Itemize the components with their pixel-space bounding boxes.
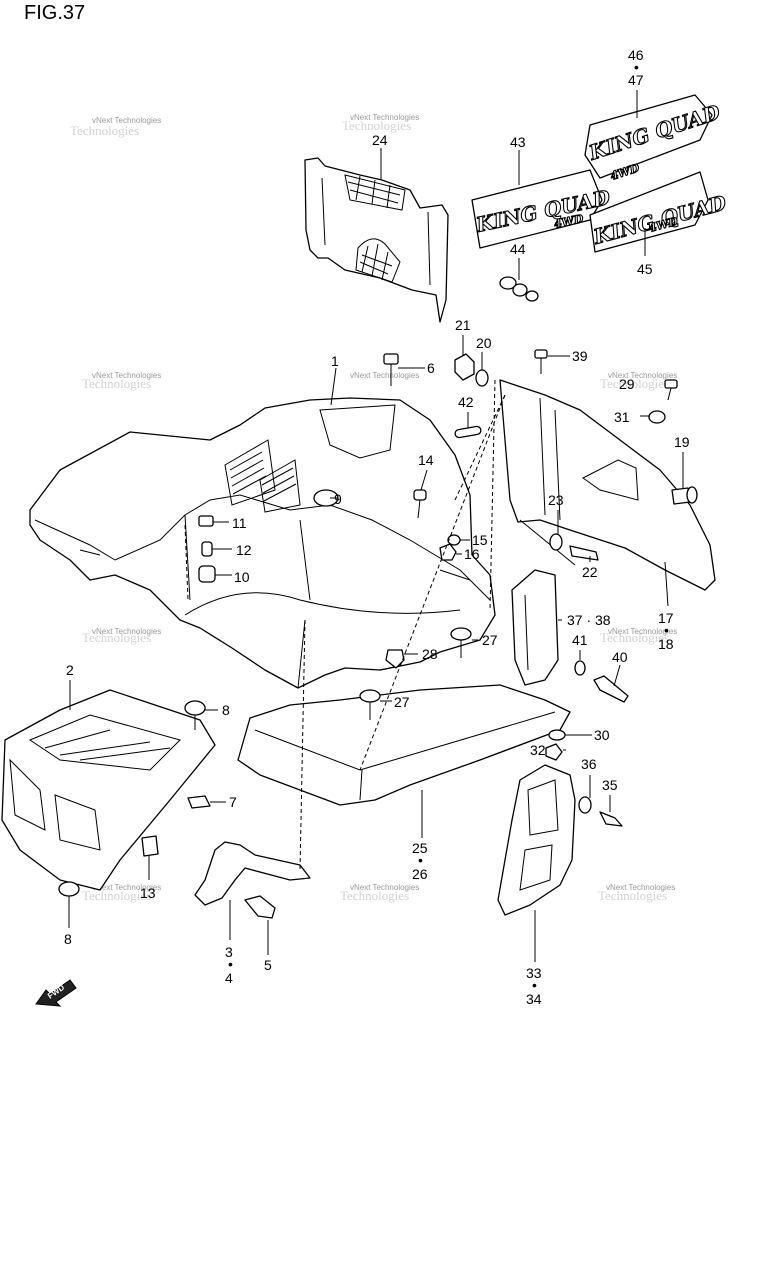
part-37-side-bracket — [511, 569, 559, 686]
watermark: Technologies — [82, 376, 151, 391]
watermark: vNext Technologies — [350, 113, 419, 122]
fwd-arrow-icon: FWD — [35, 979, 77, 1007]
callout-4: 4 — [225, 970, 233, 986]
callout-9: 9 — [334, 491, 342, 507]
callout-42: 42 — [458, 394, 474, 410]
callout-34: 34 — [526, 991, 542, 1007]
callout-10: 10 — [234, 569, 250, 585]
callout-40: 40 — [612, 649, 628, 665]
callout-45: 45 — [637, 261, 653, 277]
part-2-side-cover — [1, 689, 216, 891]
callout-11: 11 — [232, 515, 247, 531]
callout-24: 24 — [372, 132, 388, 148]
callout-separator: • — [532, 977, 537, 993]
watermark: Technologies — [342, 118, 411, 133]
callout-18: 18 — [658, 636, 674, 652]
callout-separator: • — [664, 622, 669, 638]
decal-45-king-quad: KING QUAD 4WD — [589, 171, 730, 253]
callout-39: 39 — [572, 348, 588, 364]
watermark: Technologies — [82, 888, 151, 903]
callout-46: 46 — [628, 47, 644, 63]
watermark: Technologies — [82, 630, 151, 645]
callout-8: 8 — [222, 702, 230, 718]
leader-lines — [68, 90, 684, 962]
callout-21: 21 — [455, 317, 471, 333]
callout-3: 3 — [225, 944, 233, 960]
watermark: vNext Technologies — [608, 371, 677, 380]
figure-title: FIG.37 — [24, 2, 86, 24]
callout-15: 15 — [472, 532, 488, 548]
fasteners — [58, 349, 698, 919]
callout-37-38: 37 · 38 — [567, 612, 611, 628]
callout-12: 12 — [236, 542, 252, 558]
watermark: vNext Technologies — [608, 627, 677, 636]
callout-28: 28 — [422, 646, 438, 662]
callout-44: 44 — [510, 241, 526, 257]
part-3-bracket — [194, 841, 311, 906]
callout-41: 41 — [572, 632, 588, 648]
watermark: Technologies — [598, 888, 667, 903]
callout-7: 7 — [229, 794, 237, 810]
watermark: Technologies — [600, 376, 669, 391]
watermark: Technologies — [600, 630, 669, 645]
callout-17: 17 — [658, 610, 674, 626]
part-33-guard-plate — [497, 764, 576, 916]
callout-6: 6 — [427, 360, 435, 376]
callout-22: 22 — [582, 564, 598, 580]
callout-27b: 27 — [394, 694, 410, 710]
callout-20: 20 — [476, 335, 492, 351]
watermark: vNext Technologies — [92, 883, 161, 892]
callout-19: 19 — [674, 434, 690, 450]
callout-35: 35 — [602, 777, 618, 793]
callout-29: 29 — [619, 376, 635, 392]
watermark: vNext Technologies — [350, 883, 419, 892]
watermark: vNext Technologies — [350, 371, 419, 380]
callout-31: 31 — [614, 409, 630, 425]
callout-33: 33 — [526, 965, 542, 981]
callout-26: 26 — [412, 866, 428, 882]
callout-32: 32 — [530, 742, 546, 758]
callout-1: 1 — [331, 353, 339, 369]
callout-36: 36 — [581, 756, 597, 772]
callout-27: 27 — [482, 632, 498, 648]
callout-14: 14 — [418, 452, 434, 468]
decal-43-king-quad: KING QUAD 4WD — [471, 169, 613, 249]
watermark: vNext Technologies — [92, 116, 161, 125]
callout-separator: • — [228, 956, 233, 972]
callout-30: 30 — [594, 727, 610, 743]
callout-23: 23 — [548, 492, 564, 508]
callout-5: 5 — [264, 957, 272, 973]
watermark: vNext Technologies — [606, 883, 675, 892]
watermark: vNext Technologies — [92, 627, 161, 636]
part-1-front-fender — [29, 397, 496, 689]
callout-separator: • — [418, 852, 423, 868]
callout-13: 13 — [140, 885, 156, 901]
callout-47: 47 — [628, 72, 644, 88]
part-17-mudguard — [499, 379, 716, 591]
callout-25: 25 — [412, 840, 428, 856]
callout-2: 2 — [66, 662, 74, 678]
callout-separator: • — [634, 59, 639, 75]
callout-8b: 8 — [64, 931, 72, 947]
callout-16: 16 — [464, 546, 480, 562]
callouts: 24 43 46 • 47 44 45 1 6 21 20 39 29 42 3… — [64, 47, 690, 1007]
watermark: Technologies — [340, 888, 409, 903]
part-44-small-decal — [499, 276, 539, 302]
part-24-inner-panel — [304, 157, 449, 323]
callout-43: 43 — [510, 134, 526, 150]
decal-46-king-quad: KING QUAD 4WD — [584, 94, 724, 183]
watermarks: Technologies vNext Technologies Technolo… — [70, 113, 677, 903]
watermark: Technologies — [70, 123, 139, 138]
watermark: vNext Technologies — [92, 371, 161, 380]
